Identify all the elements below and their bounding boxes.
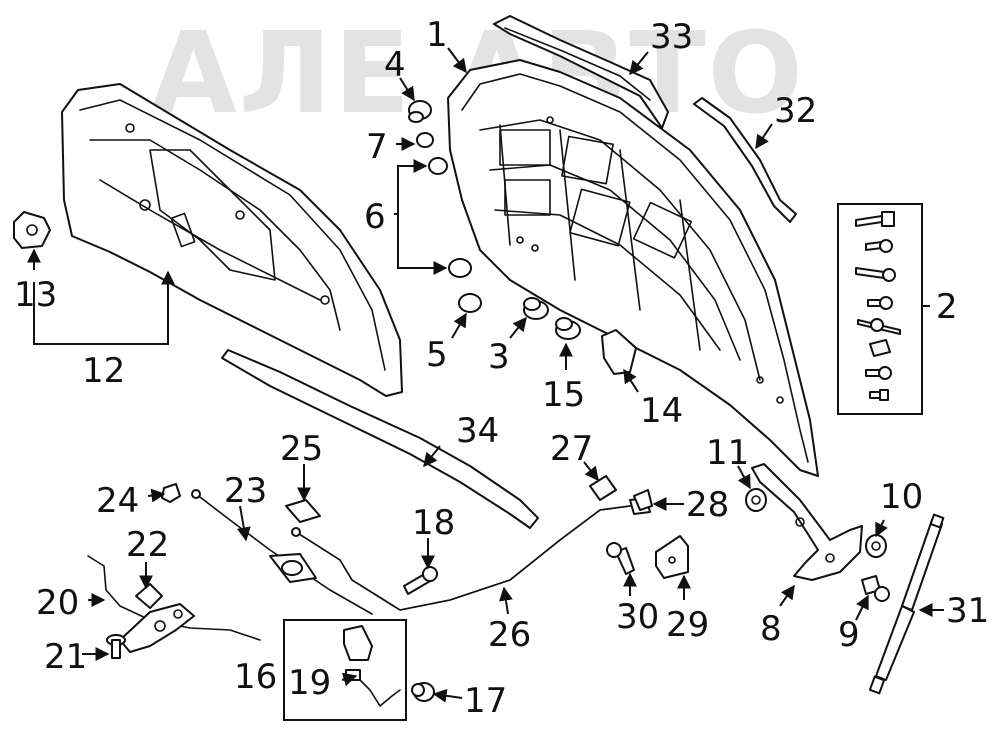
callout-17: 17 xyxy=(464,681,507,721)
callout-2: 2 xyxy=(936,287,958,327)
callout-6: 6 xyxy=(364,197,386,237)
callout-15: 15 xyxy=(542,375,585,415)
callout-16: 16 xyxy=(234,657,277,697)
hood-latch-cable xyxy=(87,555,261,653)
callout-20: 20 xyxy=(36,583,79,623)
hinge-nut-10 xyxy=(865,534,887,558)
callout-27: 27 xyxy=(550,429,593,469)
callout-8: 8 xyxy=(760,609,782,649)
clip-27 xyxy=(589,475,617,501)
bolt-18 xyxy=(403,566,438,595)
bolt-30 xyxy=(606,542,635,575)
callout-23: 23 xyxy=(224,471,267,511)
callout-9: 9 xyxy=(838,615,860,655)
fastener-clip-6 xyxy=(869,339,891,357)
fastener-set-box xyxy=(837,203,923,415)
hood-panel xyxy=(447,59,819,477)
weatherstrip xyxy=(221,349,539,529)
cowl-seal xyxy=(493,15,669,129)
callout-12: 12 xyxy=(82,351,125,391)
bumper-15 xyxy=(555,317,581,340)
gas-strut xyxy=(868,513,945,695)
release-cable xyxy=(291,497,651,611)
hinge-nut-11 xyxy=(745,488,767,512)
hinge-bolt-9 xyxy=(861,575,890,602)
bumper-6b xyxy=(448,258,472,278)
callout-labels: 1 2 3 4 5 6 7 8 9 10 11 12 13 14 15 16 1… xyxy=(14,15,989,721)
insulator-clip xyxy=(13,211,51,249)
callout-29: 29 xyxy=(666,605,709,645)
callout-33: 33 xyxy=(650,17,693,57)
fastener-screw-8 xyxy=(869,389,889,401)
bumper-5 xyxy=(458,293,482,313)
fastener-screw-3 xyxy=(855,267,896,282)
callout-32: 32 xyxy=(774,91,817,131)
callout-24: 24 xyxy=(96,481,139,521)
callout-31: 31 xyxy=(946,591,989,631)
clip-28 xyxy=(633,489,653,511)
callout-21: 21 xyxy=(44,637,87,677)
fastener-pin-5 xyxy=(857,318,901,335)
callout-1: 1 xyxy=(426,15,448,55)
fastener-screw-7 xyxy=(865,366,892,380)
callout-13: 13 xyxy=(14,275,57,315)
hood-hinge xyxy=(751,463,863,581)
callout-25: 25 xyxy=(280,429,323,469)
bumper-6a xyxy=(428,157,448,175)
callout-34: 34 xyxy=(456,411,499,451)
callout-19: 19 xyxy=(288,663,331,703)
callout-28: 28 xyxy=(686,485,729,525)
callout-3: 3 xyxy=(488,337,510,377)
callout-22: 22 xyxy=(126,525,169,565)
side-seal xyxy=(693,97,797,223)
clip-24 xyxy=(161,483,181,503)
latch-sensor-inset xyxy=(283,619,407,721)
leader-lines xyxy=(27,47,944,703)
plug-17 xyxy=(411,682,435,702)
release-handle xyxy=(135,583,163,609)
fastener-screw-2 xyxy=(865,239,893,253)
bumper-7 xyxy=(416,132,434,148)
callout-26: 26 xyxy=(488,615,531,655)
latch-bolt-21 xyxy=(106,634,126,659)
bumper-3 xyxy=(523,297,549,320)
secondary-cable xyxy=(191,489,373,615)
callout-7: 7 xyxy=(366,127,388,167)
callout-4: 4 xyxy=(384,45,406,85)
callout-14: 14 xyxy=(640,391,683,431)
cable-clip-25 xyxy=(285,499,321,523)
bumper-4 xyxy=(408,100,432,123)
fastener-screw-4 xyxy=(867,296,893,310)
callout-10: 10 xyxy=(880,477,923,517)
hood-insulator-pad xyxy=(61,83,403,397)
callout-30: 30 xyxy=(616,597,659,637)
callout-11: 11 xyxy=(706,433,749,473)
fastener-bolt-1 xyxy=(855,211,895,227)
callout-5: 5 xyxy=(426,335,448,375)
bracket-29 xyxy=(655,535,689,579)
callout-18: 18 xyxy=(412,503,455,543)
